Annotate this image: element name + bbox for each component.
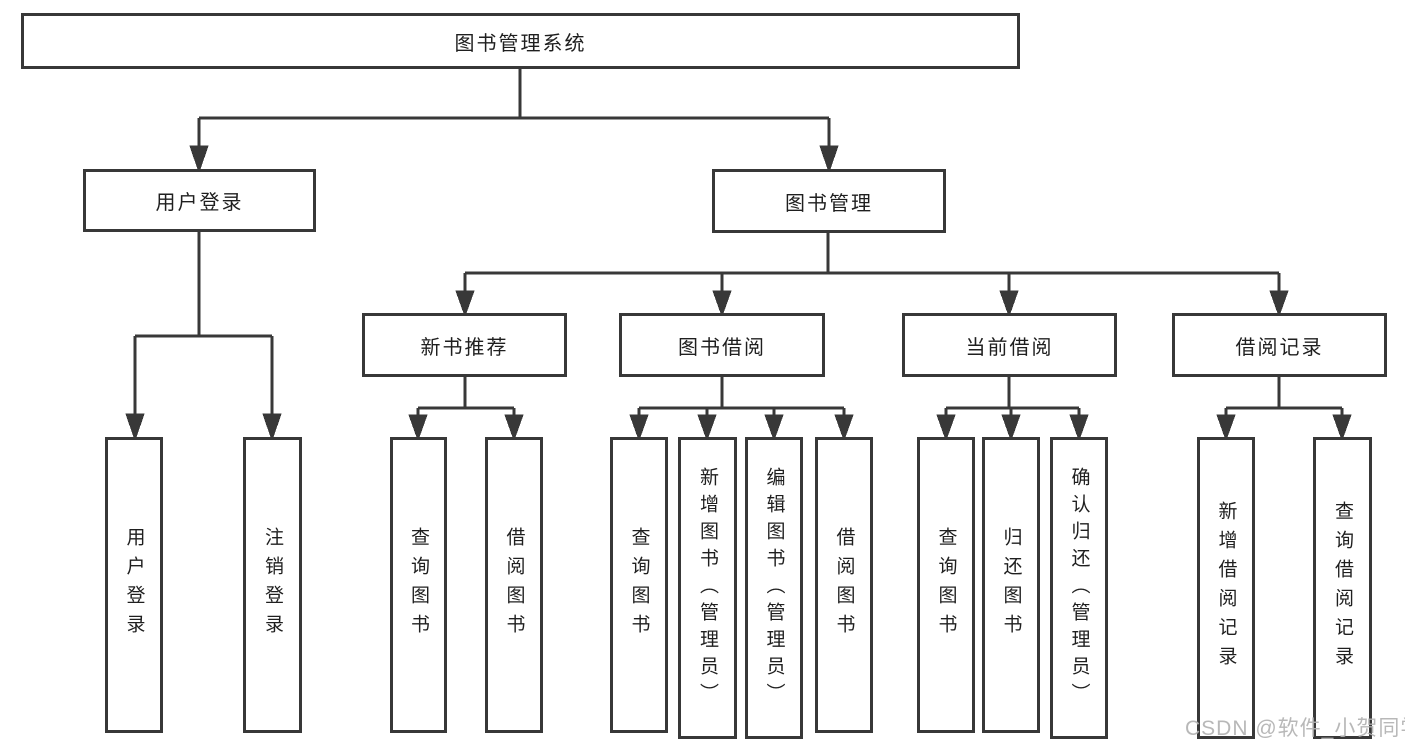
leaf-label: 归还图书: [1000, 527, 1022, 643]
node-book-borrowing: 图书借阅: [619, 313, 825, 377]
leaf-edit-books-admin: 编辑图书（管理员）: [745, 437, 803, 739]
leaf-label: 确认归还（管理员）: [1068, 466, 1090, 710]
user-login-children-connectors: [125, 232, 282, 442]
leaf-label: 查询图书: [408, 527, 429, 643]
leaf-add-books-admin: 新增图书（管理员）: [678, 437, 737, 739]
node-user-login: 用户登录: [83, 169, 316, 232]
csdn-watermark: CSDN @软件_小贺同学: [1185, 717, 1405, 740]
book-borrow-children-connectors: [629, 377, 854, 442]
leaf-borrow-books-borrowing: 借阅图书: [815, 437, 873, 733]
leaf-borrow-books-recommend: 借阅图书: [485, 437, 543, 733]
node-label: 借阅记录: [1235, 336, 1324, 359]
node-label: 图书管理: [785, 192, 873, 215]
leaf-label: 借阅图书: [503, 527, 525, 643]
leaf-query-books-current: 查询图书: [917, 437, 975, 733]
leaf-logout: 注销登录: [243, 437, 302, 733]
leaf-label: 新增借阅记录: [1215, 501, 1237, 675]
leaf-label: 注销登录: [262, 527, 283, 643]
node-label: 图书借阅: [678, 336, 766, 359]
node-label: 用户登录: [155, 192, 244, 214]
leaf-label: 用户登录: [123, 527, 145, 643]
leaf-query-books-recommend: 查询图书: [390, 437, 447, 733]
leaf-query-borrow-record: 查询借阅记录: [1313, 437, 1372, 739]
leaf-label: 新增图书（管理员）: [697, 466, 718, 710]
leaf-label: 查询图书: [935, 527, 957, 643]
root-to-level2-connectors: [189, 69, 839, 174]
leaf-add-borrow-record: 新增借阅记录: [1197, 437, 1255, 739]
node-borrowing-records: 借阅记录: [1172, 313, 1387, 377]
leaf-user-login: 用户登录: [105, 437, 163, 733]
current-borrow-children-connectors: [936, 377, 1089, 442]
node-label: 图书管理系统: [454, 32, 587, 55]
leaf-confirm-return-admin: 确认归还（管理员）: [1050, 437, 1108, 739]
leaf-label: 编辑图书（管理员）: [763, 466, 785, 710]
node-label: 当前借阅: [965, 336, 1054, 359]
leaf-label: 借阅图书: [833, 527, 855, 643]
new-book-children-connectors: [408, 377, 524, 442]
node-new-book-recommend: 新书推荐: [362, 313, 567, 377]
node-root-library-system: 图书管理系统: [21, 13, 1020, 69]
leaf-return-books: 归还图书: [982, 437, 1040, 733]
leaf-label: 查询借阅记录: [1332, 501, 1353, 675]
leaf-label: 查询图书: [628, 527, 650, 643]
node-label: 新书推荐: [420, 336, 509, 359]
leaf-query-books-borrowing: 查询图书: [610, 437, 668, 733]
borrow-record-children-connectors: [1216, 377, 1352, 442]
node-current-borrowing: 当前借阅: [902, 313, 1117, 377]
node-book-management: 图书管理: [712, 169, 946, 233]
book-mgmt-to-level3-connectors: [455, 232, 1289, 318]
